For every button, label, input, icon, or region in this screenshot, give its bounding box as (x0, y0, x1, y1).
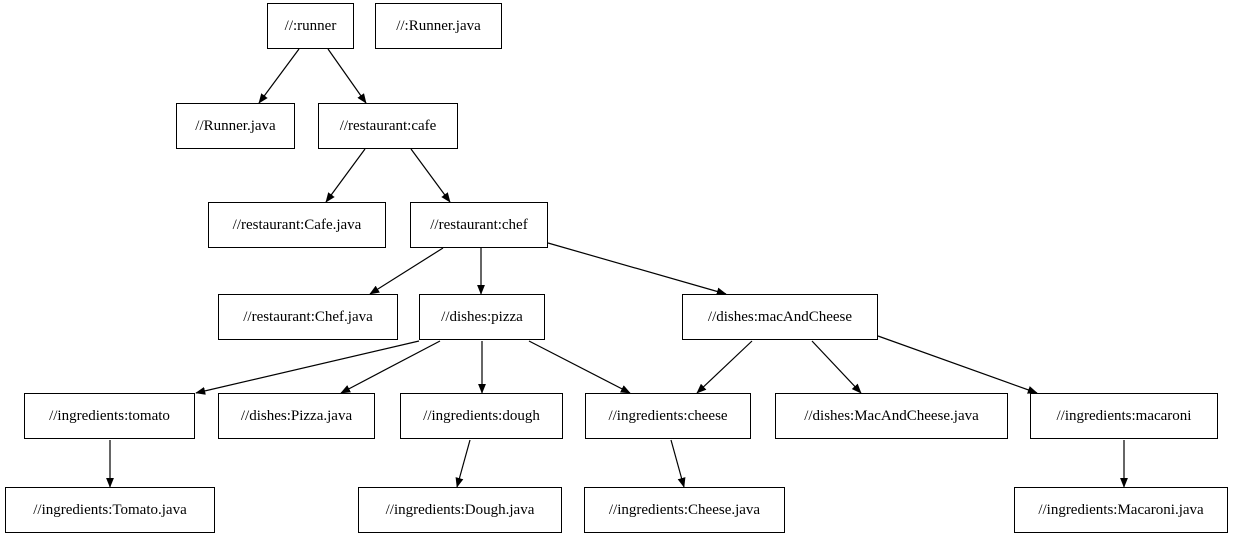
graph-node-label: //ingredients:Dough.java (385, 501, 535, 518)
graph-node-label: //restaurant:Cafe.java (232, 216, 362, 233)
graph-node-ing_dough_java[interactable]: //ingredients:Dough.java (358, 487, 562, 533)
graph-node-label: //Runner.java (195, 117, 276, 134)
graph-node-restaurant_chef[interactable]: //restaurant:chef (410, 202, 548, 248)
edge-runner-to-restaurant_cafe (327, 48, 367, 104)
graph-node-label: //dishes:Pizza.java (240, 407, 353, 424)
edge-dishes_pizza-to-dishes_pizza_java (340, 340, 441, 394)
edge-dishes_macandcheese-to-ing_cheese (696, 340, 753, 394)
edge-dishes_pizza-to-ing_tomato (195, 340, 420, 395)
graph-node-dishes_macandcheese[interactable]: //dishes:macAndCheese (682, 294, 878, 340)
edge-runner-to-runner_java (258, 48, 300, 104)
edge-dishes_pizza-to-ing_cheese (528, 340, 631, 394)
graph-node-dishes_pizza[interactable]: //dishes:pizza (419, 294, 545, 340)
graph-node-label: //:Runner.java (396, 17, 481, 34)
graph-node-dishes_pizza_java[interactable]: //dishes:Pizza.java (218, 393, 375, 439)
edge-dishes_macandcheese-to-dishes_mac_java (811, 340, 862, 394)
edge-restaurant_cafe-to-restaurant_chef (410, 148, 451, 203)
graph-node-label: //restaurant:chef (430, 216, 528, 233)
edge-restaurant_chef-to-restaurant_chef_java (369, 247, 444, 295)
graph-node-label: //ingredients:tomato (49, 407, 170, 424)
graph-node-ing_tomato_java[interactable]: //ingredients:Tomato.java (5, 487, 215, 533)
graph-node-label: //ingredients:Tomato.java (33, 501, 187, 518)
graph-node-ing_cheese[interactable]: //ingredients:cheese (585, 393, 751, 439)
graph-node-runner_java[interactable]: //Runner.java (176, 103, 295, 149)
edge-restaurant_cafe-to-restaurant_cafe_java (325, 148, 366, 203)
graph-node-label: //ingredients:macaroni (1056, 407, 1192, 424)
graph-node-runner_java_root[interactable]: //:Runner.java (375, 3, 502, 49)
graph-node-ing_cheese_java[interactable]: //ingredients:Cheese.java (584, 487, 785, 533)
graph-node-restaurant_cafe_java[interactable]: //restaurant:Cafe.java (208, 202, 386, 248)
edge-restaurant_chef-to-dishes_macandcheese (547, 242, 727, 296)
edge-ing_cheese-to-ing_cheese_java (670, 439, 686, 488)
graph-node-restaurant_cafe[interactable]: //restaurant:cafe (318, 103, 458, 149)
graph-node-dishes_mac_java[interactable]: //dishes:MacAndCheese.java (775, 393, 1008, 439)
graph-node-label: //restaurant:cafe (339, 117, 437, 134)
graph-node-label: //ingredients:dough (423, 407, 540, 424)
graph-node-ing_tomato[interactable]: //ingredients:tomato (24, 393, 195, 439)
graph-node-label: //ingredients:Cheese.java (608, 501, 761, 518)
graph-node-label: //dishes:macAndCheese (707, 308, 853, 325)
edge-ing_dough-to-ing_dough_java (455, 439, 471, 488)
edge-dishes_macandcheese-to-ing_macaroni (877, 335, 1038, 394)
graph-node-runner[interactable]: //:runner (267, 3, 354, 49)
graph-node-label: //restaurant:Chef.java (243, 308, 373, 325)
graph-node-label: //:runner (284, 17, 337, 34)
graph-node-label: //dishes:MacAndCheese.java (804, 407, 979, 424)
graph-node-label: //dishes:pizza (441, 308, 523, 325)
graph-node-label: //ingredients:cheese (608, 407, 728, 424)
graph-node-ing_macaroni_java[interactable]: //ingredients:Macaroni.java (1014, 487, 1228, 533)
graph-node-restaurant_chef_java[interactable]: //restaurant:Chef.java (218, 294, 398, 340)
graph-node-ing_macaroni[interactable]: //ingredients:macaroni (1030, 393, 1218, 439)
graph-node-label: //ingredients:Macaroni.java (1038, 501, 1204, 518)
graph-node-ing_dough[interactable]: //ingredients:dough (400, 393, 563, 439)
